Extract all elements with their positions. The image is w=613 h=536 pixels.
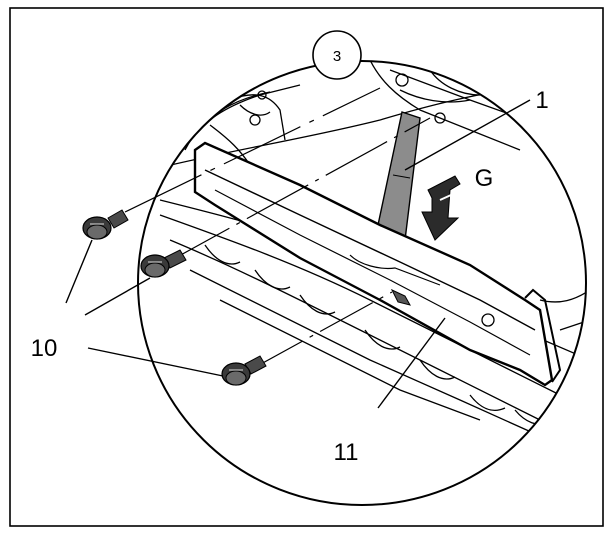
detail-circle [137,60,587,506]
bracket-edge [392,174,411,179]
detail-view [149,61,586,446]
view-arrow-g [421,175,463,241]
label-fasteners-10: 10 [31,335,58,362]
bolt-1 [82,209,129,240]
figure-border [9,7,604,527]
leader-lines [65,99,531,409]
step-badge-label: 3 [333,48,341,65]
label-part-1: 1 [535,87,548,114]
label-part-11: 11 [334,439,359,466]
bolt-3 [221,355,267,386]
bolt-2 [140,249,187,278]
alignment-lines [124,87,431,371]
step-badge: 3 [312,30,362,80]
label-view-g: G [475,165,494,192]
crossmember-part [193,141,562,387]
